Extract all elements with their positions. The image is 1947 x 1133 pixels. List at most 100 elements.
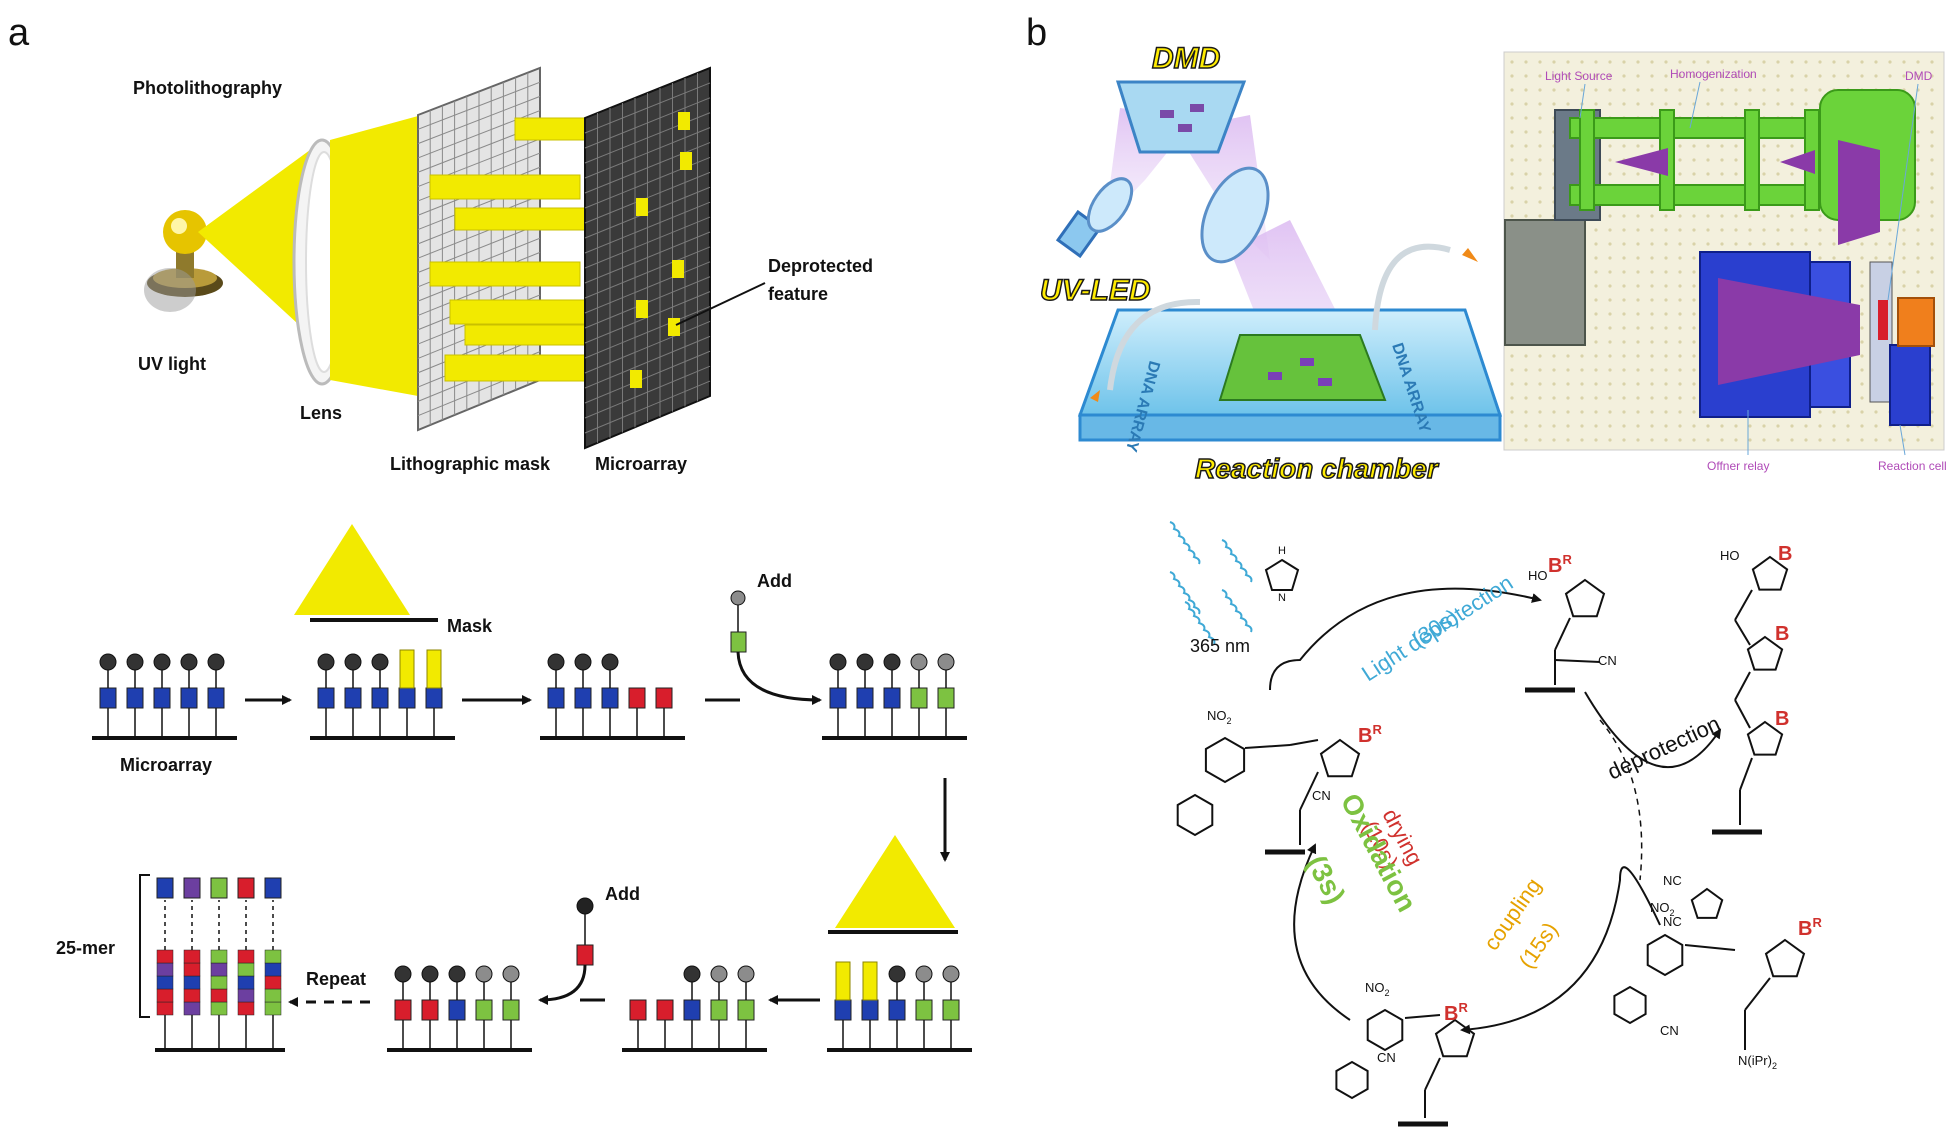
bond — [1739, 757, 1753, 791]
sugar-ring — [1564, 578, 1606, 618]
nucleotide-block — [829, 687, 847, 709]
protecting-group — [502, 965, 520, 983]
protecting-group — [448, 965, 466, 983]
cn-label-3: CN — [1377, 1050, 1396, 1065]
protecting-group — [737, 965, 755, 983]
base-br-2: BR — [1358, 722, 1382, 747]
nucleotide-block — [264, 975, 282, 990]
nucleotide-block — [421, 999, 439, 1021]
imidazole-ring — [1690, 887, 1724, 919]
sugar-ring — [1319, 738, 1361, 778]
nucleotide-block — [915, 999, 933, 1021]
nucleotide-block — [655, 687, 673, 709]
nucleotide-block — [264, 949, 282, 964]
protecting-group — [394, 965, 412, 983]
protecting-group — [710, 965, 728, 983]
protecting-group — [883, 653, 901, 671]
nucleotide-block — [861, 999, 879, 1021]
sugar-ring — [1746, 720, 1784, 756]
nucleotide-block — [448, 999, 466, 1021]
nucleotide-block — [910, 687, 928, 709]
protecting-group — [99, 653, 117, 671]
nucleotide-block — [156, 962, 174, 977]
protecting-group — [153, 653, 171, 671]
collimated-beam — [330, 110, 440, 400]
uv-wave — [1221, 589, 1253, 633]
reaction-chamber-label: Reaction chamber — [1195, 453, 1440, 484]
nucleotide-block — [156, 877, 174, 899]
protecting-group — [888, 965, 906, 983]
light-source-label: Light Source — [1545, 69, 1613, 83]
imidazole-structure — [1264, 558, 1300, 591]
nucleotide-block — [629, 999, 647, 1021]
panel-a-letter: a — [8, 12, 30, 54]
no2-label-2: NO2 — [1365, 980, 1390, 998]
benzene-ring — [1204, 736, 1246, 784]
deprotected-pointer — [675, 282, 766, 326]
wavelength-label: 365 nm — [1190, 636, 1250, 656]
benzene-ring — [1646, 933, 1684, 977]
photolithography-title: Photolithography — [133, 78, 282, 98]
nucleotide-block — [264, 877, 282, 899]
nucleotide-block — [207, 687, 225, 709]
base-b-3: B — [1775, 708, 1789, 730]
nucleotide-block — [237, 1001, 255, 1016]
bond — [1734, 589, 1753, 621]
cn-label-4: CN — [1660, 1023, 1679, 1038]
protecting-group — [915, 965, 933, 983]
nucleotide-block — [883, 687, 901, 709]
nucleotide-block — [183, 1001, 201, 1016]
uv-light-label: UV light — [138, 354, 206, 374]
light-source-unit — [1504, 219, 1586, 346]
nucleotide-block — [210, 1001, 228, 1016]
nucleotide-block — [264, 962, 282, 977]
protecting-group — [547, 653, 565, 671]
nucleotide-block — [237, 988, 255, 1003]
nucleotide-block — [710, 999, 728, 1021]
bond — [1404, 1014, 1441, 1019]
reaction-cell-label: Reaction cell — [1878, 459, 1947, 473]
uv-beam — [198, 150, 310, 335]
bond — [1244, 744, 1291, 749]
optical-bench-diagram: Light Source Homogenization DMD Offner r… — [1503, 51, 1947, 473]
nucleotide-block — [683, 999, 701, 1021]
cn-label-2: CN — [1312, 788, 1331, 803]
bond — [1554, 617, 1571, 651]
lens-label: Lens — [300, 403, 342, 423]
nc-label-2: NC — [1663, 914, 1682, 929]
mask-light-cone — [294, 524, 410, 615]
n-ipr-label: N(iPr)2 — [1738, 1053, 1777, 1071]
flow-arrow — [736, 651, 822, 705]
deprotected-label-2: feature — [768, 284, 828, 304]
arrow-dashed — [1599, 719, 1643, 881]
nucleotide-block — [344, 687, 362, 709]
benzene-ring — [1335, 1060, 1369, 1100]
deprotected-label-1: Deprotected — [768, 256, 873, 276]
microarray-label: Microarray — [595, 454, 687, 474]
nucleotide-block — [547, 687, 565, 709]
nucleotide-block — [394, 999, 412, 1021]
length-bracket — [139, 874, 150, 1018]
bond — [1734, 619, 1751, 646]
nucleotide-block — [183, 962, 201, 977]
homogenization-label: Homogenization — [1670, 67, 1757, 81]
nucleotide-block — [574, 687, 592, 709]
coupling-time: (15s) — [1514, 917, 1563, 972]
add-probe-head — [730, 590, 746, 606]
reaction-cell-unit — [1889, 344, 1931, 426]
light-bar — [399, 649, 415, 689]
photolithography-schematic: Photolithography UV light Lens Lithograp… — [133, 66, 873, 474]
panel-b-letter: b — [1026, 12, 1047, 54]
nucleotide-block — [126, 687, 144, 709]
flow-25mer-label: 25-mer — [56, 938, 115, 958]
light-bar — [426, 649, 442, 689]
protecting-group — [126, 653, 144, 671]
protecting-group — [937, 653, 955, 671]
nucleotide-block — [183, 877, 201, 899]
protecting-group — [683, 965, 701, 983]
process-flow — [92, 524, 972, 1052]
arrow-coupling — [1460, 866, 1661, 1035]
base-b-1: B — [1778, 543, 1792, 565]
nucleotide-block — [502, 999, 520, 1021]
